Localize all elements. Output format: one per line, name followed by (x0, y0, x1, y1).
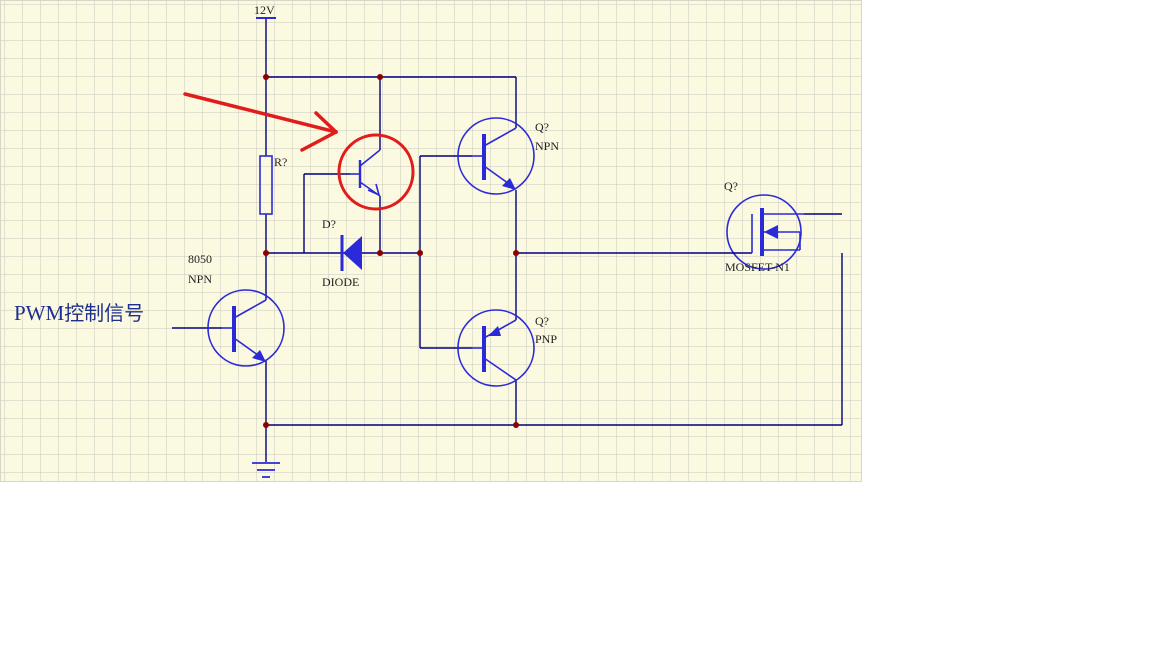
resistor-label: R? (274, 155, 287, 169)
driver-type-label: NPN (188, 272, 212, 286)
mosfet-ref-label: Q? (724, 179, 738, 193)
schematic-sheet: 12V R? D? DIODE 8050 NPN PWM控制信号 (0, 0, 862, 482)
supply-label: 12V (254, 3, 275, 17)
highlight-circle-icon (337, 133, 415, 211)
mosfet-type-label: MOSFET-N1 (725, 260, 790, 274)
junctions (263, 74, 519, 428)
ground-icon (252, 462, 280, 478)
upper-npn-transistor-symbol (457, 117, 535, 195)
upper-transistor-type-label: NPN (535, 139, 559, 153)
lower-transistor-ref-label: Q? (535, 314, 549, 328)
mosfet-n-symbol (690, 194, 804, 270)
resistor-symbol (259, 155, 273, 215)
diode-symbol (340, 235, 362, 271)
annotation-arrow-icon (183, 92, 338, 152)
lower-transistor-type-label: PNP (535, 332, 557, 346)
diode-ref-label: D? (322, 217, 336, 231)
sheet-border (0, 0, 862, 482)
highlighted-transistor-symbol (350, 149, 381, 197)
sheet-grid (0, 0, 862, 482)
pwm-signal-label: PWM控制信号 (14, 301, 144, 325)
upper-transistor-ref-label: Q? (535, 120, 549, 134)
diode-type-label: DIODE (322, 275, 359, 289)
driver-npn-transistor-symbol (207, 289, 285, 367)
lower-pnp-transistor-symbol (457, 309, 535, 387)
driver-part-label: 8050 (188, 252, 212, 266)
